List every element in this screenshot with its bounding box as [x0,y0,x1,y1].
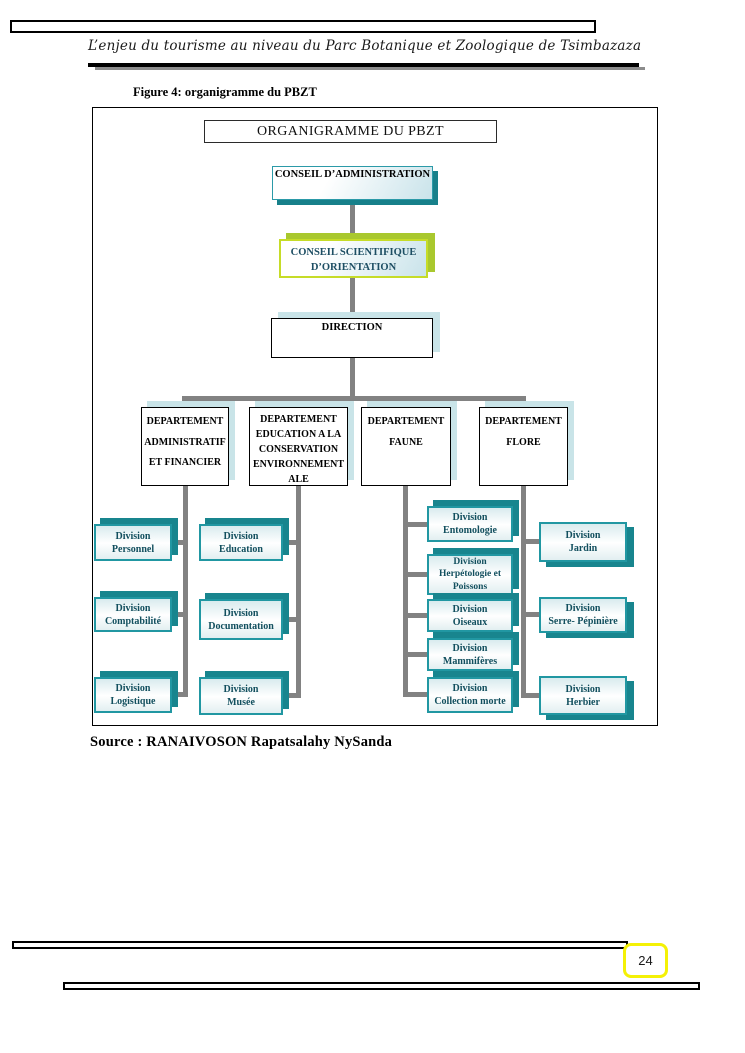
node-label-line: Division [223,607,259,619]
connector-stub [169,540,186,545]
header-rule [88,63,639,67]
node-label-line: Division [565,603,601,614]
node-label-line: Division [452,683,488,694]
node-label-line: CONSERVATION [258,444,339,455]
connector-stub [169,692,186,697]
footer-border-bar [63,982,700,990]
connector-stub [280,617,299,622]
node-dept-flore: DEPARTEMENT FLORE [479,407,568,486]
node-label-line: Herpétologie et Poissons [439,569,501,592]
connector-stub [406,692,428,697]
node-label-line: FLORE [506,436,541,448]
node-label-line: Comptabilité [104,615,162,627]
node-label-line: Herbier [566,696,600,708]
page-number: 24 [638,953,653,968]
node-label-line: Jardin [568,543,598,554]
node-dept-faune: DEPARTEMENT FAUNE [361,407,451,486]
node-label-line: EDUCATION A LA [255,429,342,440]
node-division-herpetologie-poissons: Division Herpétologie et Poissons [427,554,513,595]
connector-stub [280,693,299,698]
connector-line [350,357,355,397]
node-label-line: Education [219,543,263,555]
node-conseil-administration: CONSEIL D’ADMINISTRATION [272,166,433,200]
node-division-education: Division Education [199,524,283,561]
node-label-line: ADMINISTRATIF [144,436,226,448]
connector-stub [523,612,540,617]
node-division-entomologie: Division Entomologie [427,506,513,542]
connector-trunk [296,396,301,698]
connector-stub [523,539,540,544]
node-label-line: ENVIRONNEMENT [252,459,345,470]
connector-trunk [183,396,188,697]
node-division-collection-morte: Division Collection morte [427,677,513,713]
node-direction: DIRECTION [271,318,433,358]
node-division-jardin: Division Jardin [539,522,627,562]
node-label-line: Division [452,512,488,523]
page-number-badge: 24 [623,943,668,978]
node-label-line: Documentation [208,620,274,632]
connector-stub [523,693,540,698]
connector-stub [406,652,428,657]
chart-title: ORGANIGRAMME DU PBZT [204,120,497,143]
node-dept-administratif: DEPARTEMENT ADMINISTRATIF ET FINANCIER [141,407,229,486]
node-division-personnel: Division Personnel [94,524,172,561]
node-division-herbier: Division Herbier [539,676,627,715]
node-label-line: Entomologie [443,525,497,536]
node-division-comptabilite: Division Comptabilité [94,597,172,632]
node-label-line: ET FINANCIER [148,457,222,468]
node-label-line: FAUNE [389,436,423,448]
node-label-line: Personnel [111,543,155,555]
node-label-line: D’ORIENTATION [310,262,397,274]
node-label-line: Division [115,683,151,694]
node-label-line: DEPARTEMENT [260,414,337,425]
node-division-serre-pepiniere: Division Serre- Pépinière [539,597,627,633]
node-label-line: CONSEIL SCIENTIFIQUE [290,247,417,258]
node-label-line: Division [115,530,151,542]
node-conseil-scientifique: CONSEIL SCIENTIFIQUE D’ORIENTATION [279,239,428,278]
node-label-line: Division [223,530,259,542]
node-label-line: DEPARTEMENT [367,416,445,427]
node-division-musee: Division Musée [199,677,283,715]
node-label-line: Serre- Pépinière [548,616,618,627]
running-header: L’enjeu du tourisme au niveau du Parc Bo… [88,38,642,54]
node-label-line: ALE [288,474,309,485]
footer-border-bar [12,941,628,949]
node-label-line: Mammifères [442,655,498,667]
top-border-bar [10,20,596,33]
node-label-line: Division [115,602,151,614]
node-label-line: Oiseaux [452,616,488,628]
node-label-line: Division [565,530,601,541]
node-label-line: DEPARTEMENT [146,416,224,427]
node-division-logistique: Division Logistique [94,677,172,713]
connector-stub [280,540,299,545]
connector-trunk [521,396,526,698]
node-label-line: Logistique [110,696,156,707]
node-label-line: Division [452,603,488,615]
node-label-line: Division [223,684,259,695]
connector-stub [169,612,186,617]
connector-stub [406,613,428,618]
node-label-line: Division [453,556,487,567]
node-division-documentation: Division Documentation [199,599,283,640]
node-label-line: Collection morte [434,696,506,707]
connector-line [350,199,355,240]
connector-line [350,277,355,319]
node-division-oiseaux: Division Oiseaux [427,599,513,632]
node-dept-education: DEPARTEMENT EDUCATION A LA CONSERVATION … [249,407,348,486]
connector-stub [406,572,428,577]
node-label-line: Division [452,642,488,654]
org-chart-frame: ORGANIGRAMME DU PBZT CONSEIL D’ADMINISTR… [92,107,658,726]
connector-line [182,396,526,401]
source-line: Source : RANAIVOSON Rapatsalahy NySanda [90,734,393,750]
figure-caption: Figure 4: organigramme du PBZT [133,85,317,99]
connector-trunk [403,396,408,697]
node-label-line: DEPARTEMENT [485,416,562,427]
node-division-mammiferes: Division Mammifères [427,638,513,671]
header-rule-shadow [95,67,645,70]
connector-stub [406,522,428,527]
node-label-line: Musée [227,697,255,708]
node-label-line: Division [565,683,601,695]
